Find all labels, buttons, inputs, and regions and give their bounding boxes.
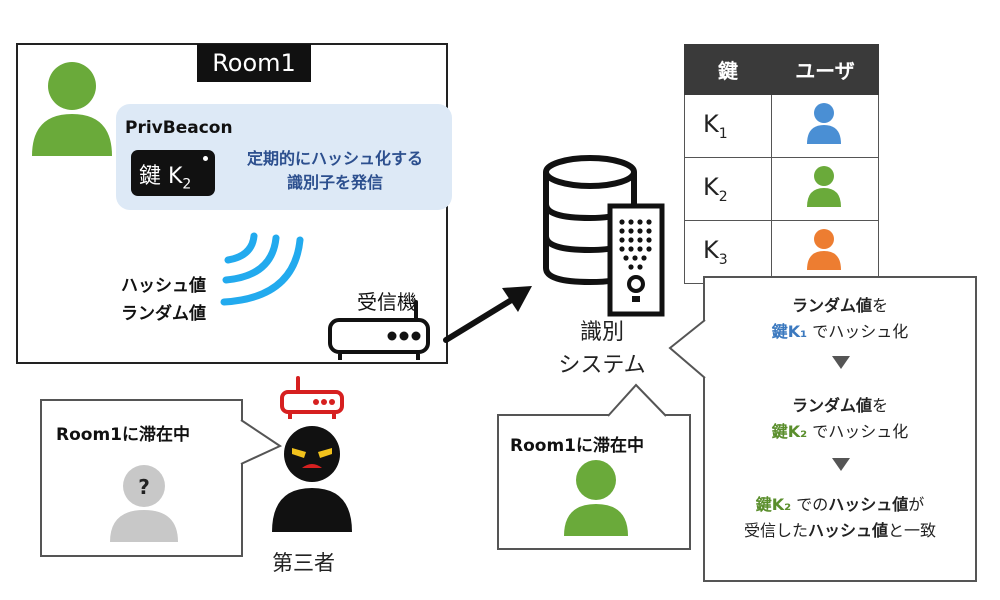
third-party-bubble-pointer: [240, 419, 283, 465]
key-cell: K3: [684, 220, 772, 284]
router-icon: [328, 300, 430, 360]
unknown-user-icon: ?: [110, 465, 178, 542]
explain-step1-line2: 鍵K₁ でハッシュ化: [771, 322, 909, 341]
user-cell: [771, 157, 879, 221]
table-row: K3: [684, 220, 879, 284]
system-label-line2: システム: [558, 353, 646, 378]
key-cell: K2: [684, 157, 772, 221]
key-table-header-row: 鍵 ユーザ: [684, 44, 879, 95]
key-cell: K1: [684, 94, 772, 158]
key-tag-dot: [203, 156, 208, 161]
explain-step3-line1: 鍵K₂ でのハッシュ値が: [755, 495, 925, 514]
beacon-name: PrivBeacon: [125, 118, 233, 138]
room-title: Room1: [197, 44, 311, 82]
third-party-label: 第三者: [272, 551, 335, 575]
explain-step2-line2: 鍵K₂ でハッシュ化: [771, 422, 909, 441]
key-user-table: 鍵 ユーザ K1 K2 K3: [684, 44, 879, 284]
signal-labels: ハッシュ値 ランダム値: [60, 272, 206, 328]
explain-step2-line1: ランダム値を: [791, 396, 889, 415]
wireless-signal-icon: [220, 232, 304, 306]
user-icon-green: [564, 460, 628, 536]
explanation-box: [703, 276, 977, 582]
arrow-to-system: [443, 286, 532, 343]
system-bubble-text: Room1に滞在中: [510, 436, 644, 456]
beacon-desc-line2: 識別子を発信: [286, 173, 383, 192]
user-icon-green: [32, 62, 112, 156]
user-icon-green: [807, 166, 841, 207]
key-table-header-key: 鍵: [684, 44, 772, 95]
table-row: K2: [684, 157, 879, 221]
third-party-person-icon: [272, 426, 352, 532]
signal-hash-label: ハッシュ値: [121, 276, 206, 296]
system-bubble-pointer: [607, 383, 667, 417]
down-triangle-icon: [832, 458, 850, 471]
user-icon-blue: [807, 103, 841, 144]
signal-random-label: ランダム値: [121, 304, 206, 324]
user-cell: [771, 220, 879, 284]
system-label: 識別 システム: [542, 316, 662, 382]
database-server-icon: [543, 155, 665, 317]
table-row: K1: [684, 94, 879, 158]
beacon-desc-line1: 定期的にハッシュ化する: [246, 149, 423, 168]
key-tag-label: 鍵 K: [139, 164, 183, 189]
red-router-icon: [280, 376, 344, 419]
explain-step3-line2: 受信したハッシュ値と一致: [743, 521, 937, 540]
beacon-key-tag: 鍵 K2: [131, 150, 215, 196]
down-triangle-icon: [832, 356, 850, 369]
explanation-pointer: [668, 319, 706, 379]
key-tag-sub: 2: [182, 176, 192, 193]
user-icon-orange: [807, 229, 841, 270]
system-label-line1: 識別: [579, 320, 624, 345]
user-cell: [771, 94, 879, 158]
receiver-label: 受信機: [357, 290, 417, 314]
third-party-bubble-text: Room1に滞在中: [56, 425, 190, 445]
question-mark: ?: [138, 475, 150, 499]
key-table-header-user: ユーザ: [771, 44, 879, 95]
beacon-description: 定期的にハッシュ化する 識別子を発信: [220, 147, 450, 195]
explain-step1-line1: ランダム値を: [791, 296, 889, 315]
